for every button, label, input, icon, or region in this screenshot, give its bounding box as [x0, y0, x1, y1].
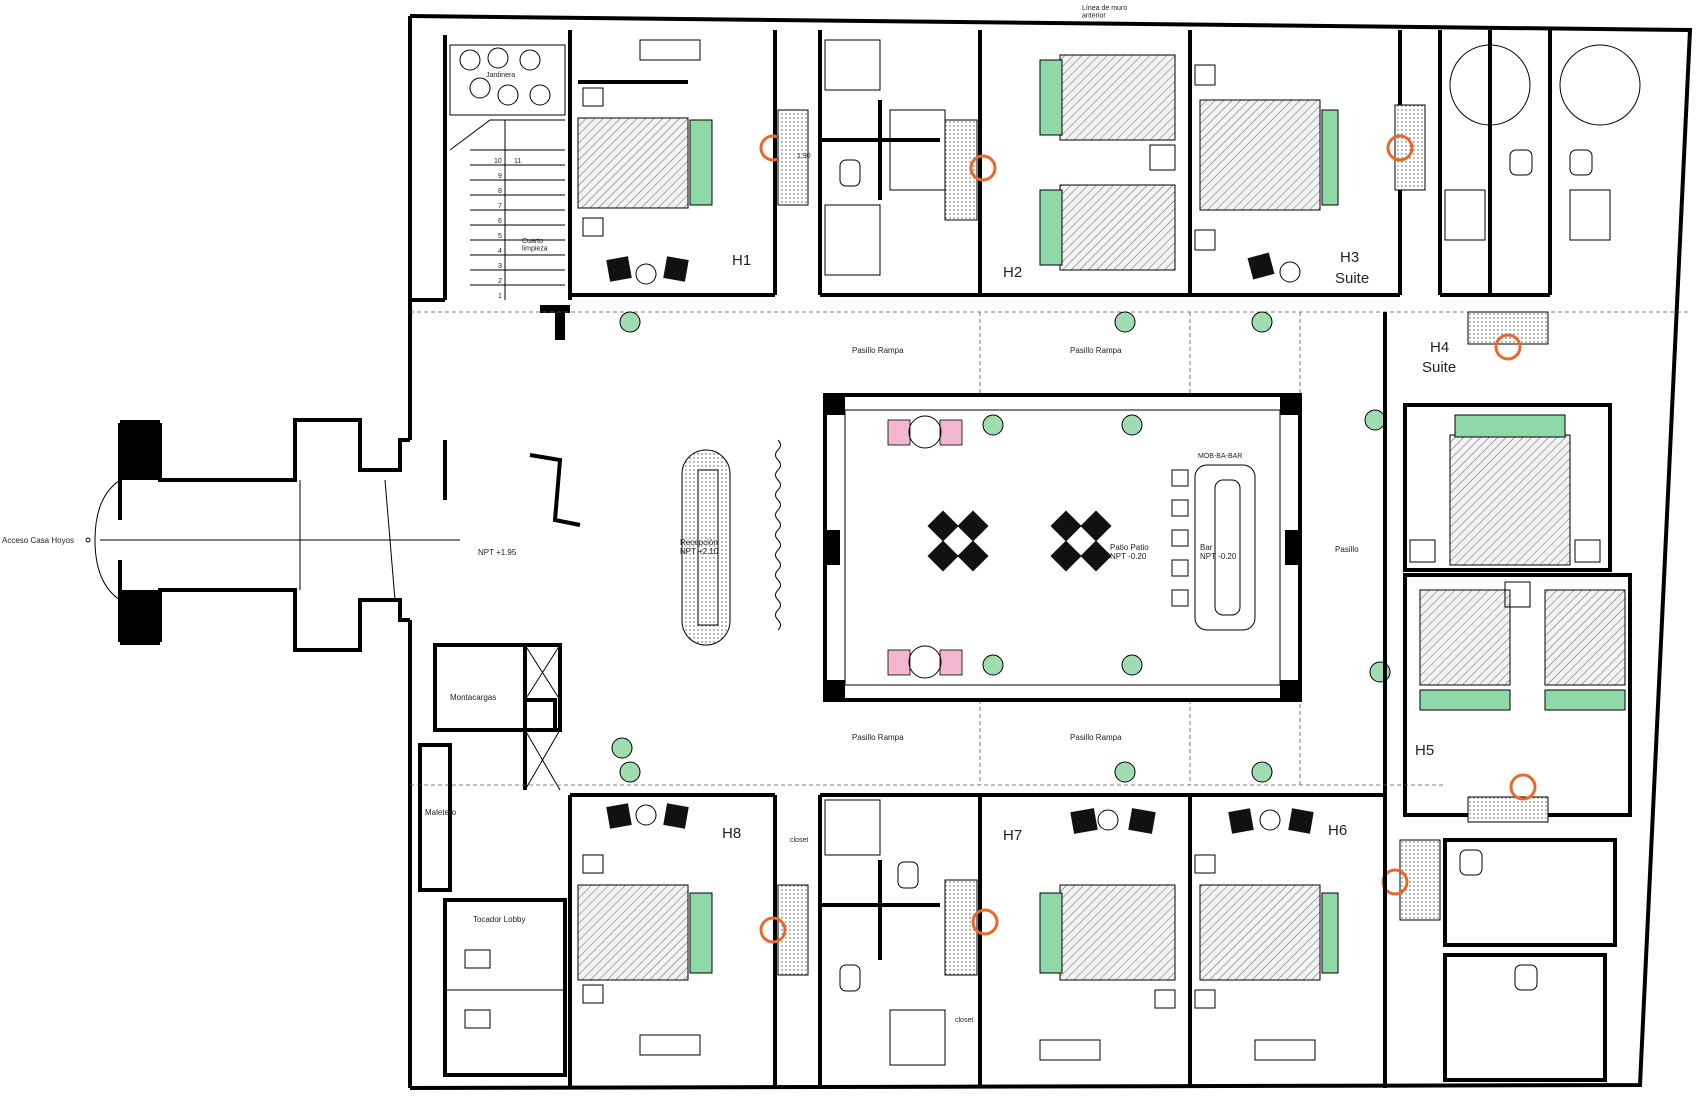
- pasillo-label: Pasillo: [1335, 545, 1359, 554]
- stair-num: 3: [498, 263, 502, 270]
- room-h1-label: H1: [732, 252, 751, 269]
- stair-num: 9: [498, 173, 502, 180]
- plant-icon: [1251, 311, 1273, 333]
- stair-num: 1: [498, 293, 502, 300]
- room-h6-label: H6: [1328, 822, 1347, 839]
- stair-num: 11: [514, 158, 521, 165]
- marker-ring: [969, 154, 997, 182]
- dimension-label: 1.90: [797, 153, 811, 160]
- npt-lobby-label: NPT +1.95: [478, 548, 517, 557]
- plant-icon: [1114, 761, 1136, 783]
- toilet-icon: [464, 1009, 491, 1029]
- stairs: [449, 119, 565, 300]
- tocador-lobby-label: Tocador Lobby: [473, 915, 525, 924]
- marker-ring: [1494, 333, 1522, 361]
- closet-label: closet: [790, 837, 808, 844]
- access-label: Acceso Casa Hoyos: [2, 536, 74, 545]
- plant-icon: [1251, 761, 1273, 783]
- marker-ring: [1509, 773, 1537, 801]
- plant-icon: [1121, 654, 1143, 676]
- plant-icon: [619, 761, 641, 783]
- top-rooms: 1.90 H1 H2 H3 Suite Línea de m: [410, 5, 1690, 313]
- jardinera-label: Jardinera: [486, 72, 515, 79]
- mob-bar-label: MOB-BA-BAR: [1198, 453, 1242, 460]
- stair-num: 8: [498, 188, 502, 195]
- stair-num: 6: [498, 218, 502, 225]
- plant-icon: [611, 737, 633, 759]
- room-h8-label: H8: [722, 825, 741, 842]
- pasillo-rampa-label: Pasillo Rampa: [852, 346, 904, 355]
- stair-num: 10: [494, 158, 502, 165]
- marker-ring: [971, 908, 999, 936]
- room-h3-label: H3: [1340, 249, 1359, 266]
- bottom-rooms: H8 closet closet H7 H6: [410, 784, 1445, 1088]
- room-h4-label: H4: [1430, 339, 1449, 356]
- room-h2-label: H2: [1003, 264, 1022, 281]
- bed: [577, 117, 689, 209]
- right-rooms: H4 Suite H5: [1381, 311, 1632, 1082]
- stair-num: 4: [498, 248, 502, 255]
- central-courtyard: Pasillo Rampa Pasillo Rampa Pasillo Ramp…: [611, 311, 1391, 785]
- plant-icon: [1121, 414, 1143, 436]
- table-set: [927, 510, 1112, 572]
- plant-icon: [982, 654, 1004, 676]
- room-h7-label: H7: [1003, 827, 1022, 844]
- entry-corridor: Acceso Casa Hoyos: [2, 418, 460, 652]
- toilet-icon: [464, 949, 491, 969]
- pasillo-rampa-label: Pasillo Rampa: [852, 733, 904, 742]
- marker-ring: [759, 916, 787, 944]
- stair-num: 7: [498, 203, 502, 210]
- montacargas-label: Montacargas: [450, 693, 496, 702]
- closet-label: closet: [955, 1017, 973, 1024]
- pasillo-rampa-label: Pasillo Rampa: [1070, 346, 1122, 355]
- marker-ring: [1386, 134, 1414, 162]
- lobby-structure: Jardinera 1 2 3 4 5 6 7 8 9 10 11 Cuarto…: [410, 35, 581, 1077]
- pasillo-rampa-label: Pasillo Rampa: [1070, 733, 1122, 742]
- toilet-icon: [839, 964, 861, 992]
- plant-icon: [982, 414, 1004, 436]
- plant-icon: [1364, 409, 1386, 431]
- stair-num: 2: [498, 278, 502, 285]
- maletero-label: Maletero: [425, 808, 457, 817]
- room-h4-sub: Suite: [1422, 359, 1456, 376]
- room-h3-sub: Suite: [1335, 270, 1369, 287]
- stair-num: 5: [498, 233, 502, 240]
- toilet-icon: [897, 861, 919, 889]
- outer-walls: [408, 14, 1693, 1090]
- plant-icon: [1114, 311, 1136, 333]
- toilet-icon: [839, 159, 861, 187]
- plant-icon: [619, 311, 641, 333]
- room-h5-label: H5: [1415, 742, 1434, 759]
- planter-shrubs: [459, 47, 551, 106]
